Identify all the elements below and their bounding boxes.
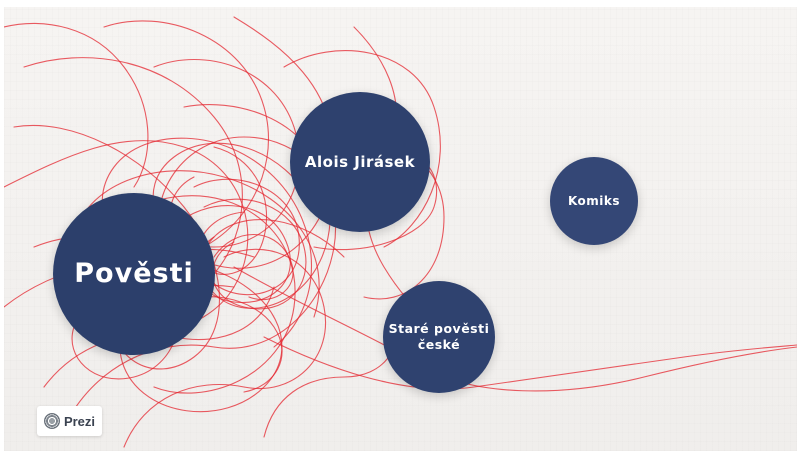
prezi-logo-icon <box>43 413 60 429</box>
topic-bubble-komiks[interactable]: Komiks <box>550 157 638 245</box>
topic-bubble-povesti[interactable]: Pověsti <box>53 193 215 355</box>
topic-bubble-stare-povesti-ceske[interactable]: Staré pověsti české <box>383 281 495 393</box>
prezi-badge-label: Prezi <box>63 413 96 429</box>
topic-label: Komiks <box>567 193 621 208</box>
presentation-canvas: Pověsti Alois Jirásek Komiks Staré pověs… <box>4 7 797 451</box>
topic-label: Alois Jirásek <box>304 152 416 171</box>
topic-bubble-alois-jirasek[interactable]: Alois Jirásek <box>290 92 430 232</box>
topic-label: Staré pověsti české <box>388 321 490 352</box>
topic-label: Pověsti <box>74 258 194 290</box>
prezi-badge-button[interactable]: Prezi <box>37 406 102 436</box>
